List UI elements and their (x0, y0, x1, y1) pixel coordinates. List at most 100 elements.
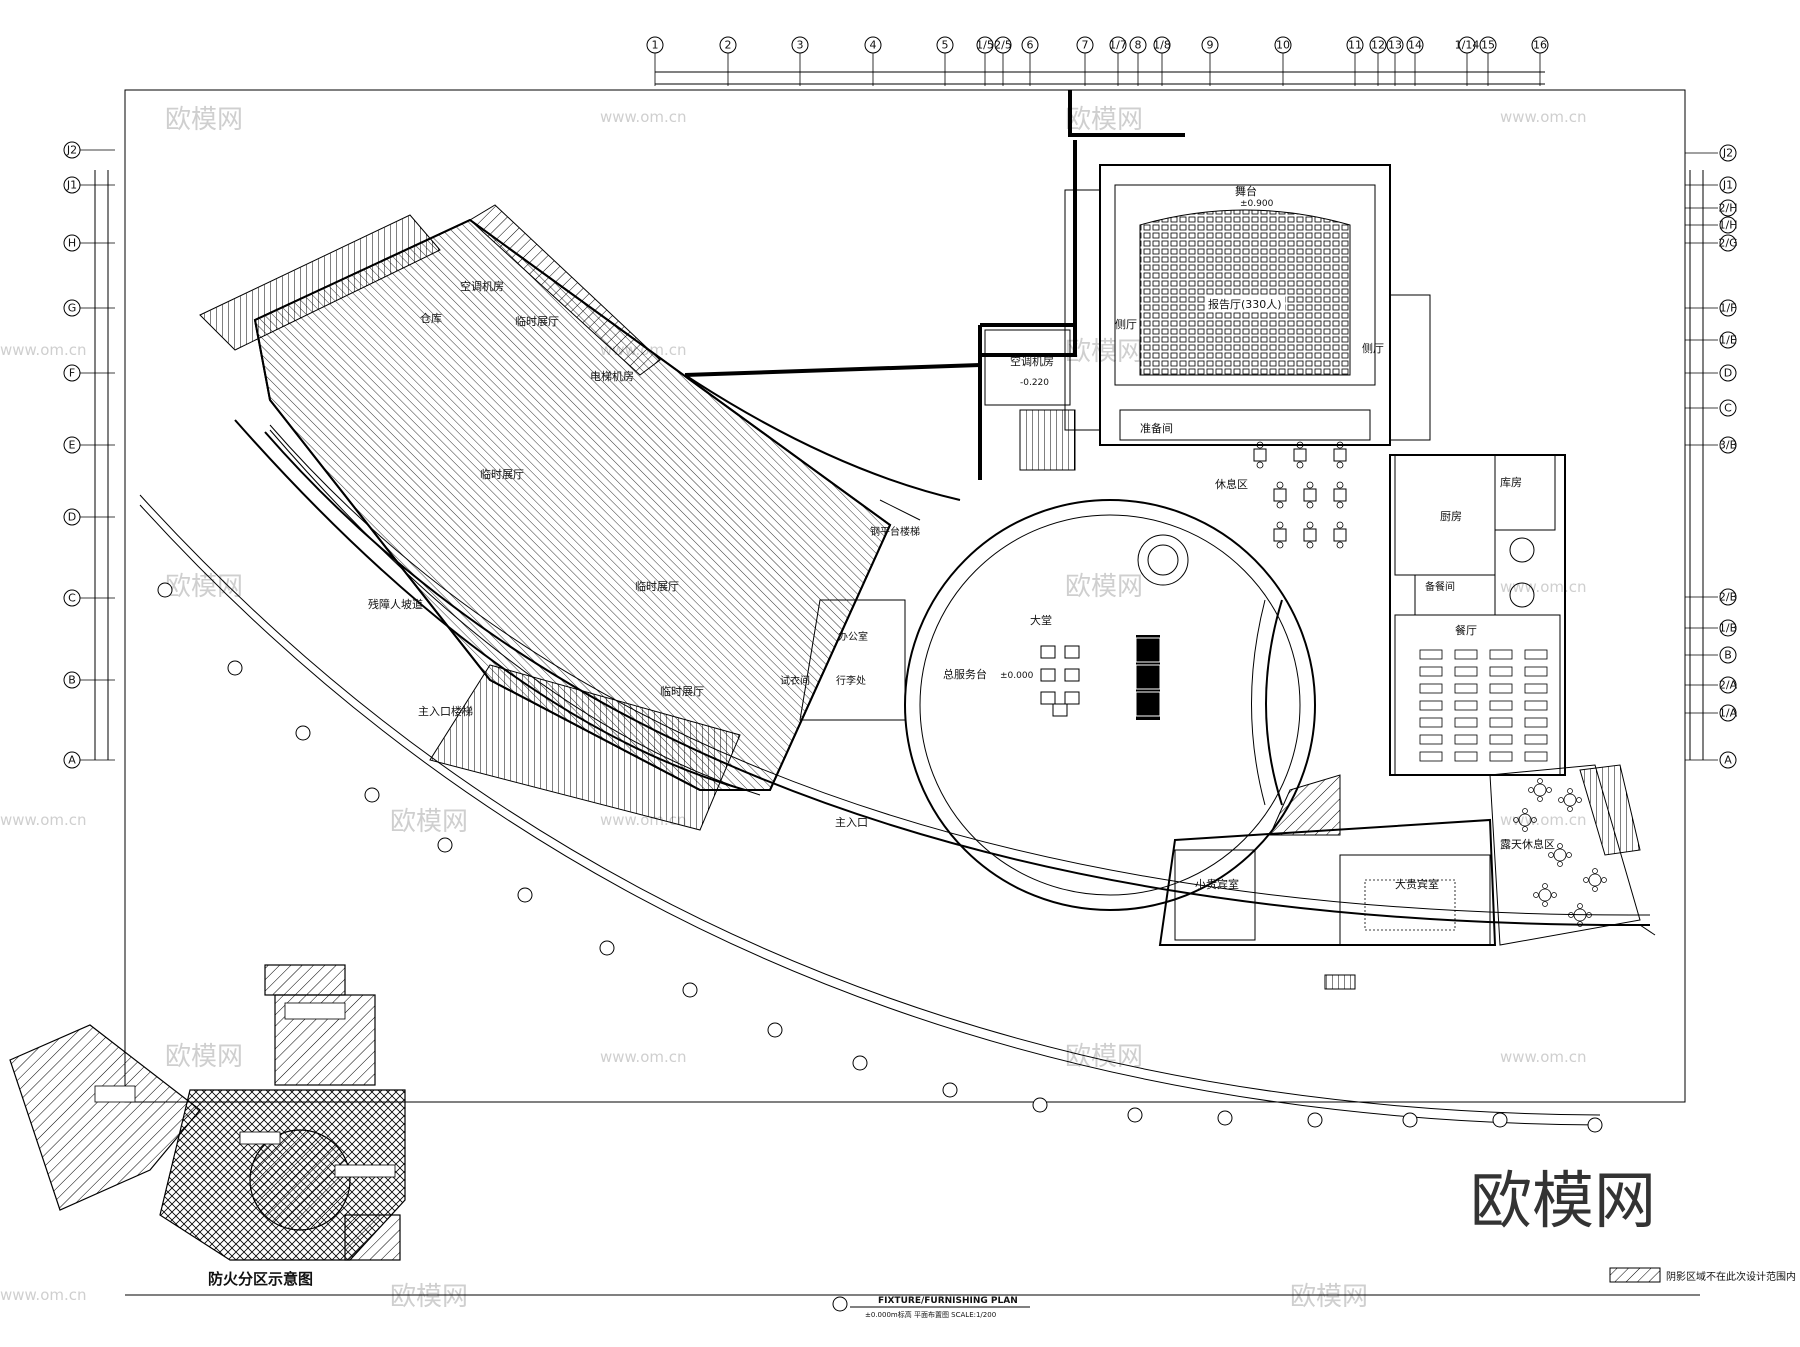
svg-text:12: 12 (1371, 39, 1385, 52)
room-label-exhibition-lower: 临时展厅 (635, 579, 679, 593)
dining-table (1524, 649, 1548, 660)
watermark-logo: 欧模网 (1065, 1042, 1143, 1072)
lobby-feature-block (1136, 635, 1160, 720)
legend: 阴影区域不在此次设计范围内 (1609, 1267, 1796, 1283)
exhibition-wing: 空调机房 仓库 临时展厅 电梯机房 临时展厅 临时展厅 临时展厅 残障人坡道 主… (199, 204, 892, 831)
svg-text:1/A: 1/A (1719, 707, 1738, 720)
dining-table (1419, 666, 1443, 677)
title-subtitle: ±0.000m标高 平面布置图 SCALE:1/200 (865, 1310, 996, 1319)
lobby-sofa (1040, 691, 1056, 705)
dining-table (1524, 717, 1548, 728)
svg-text:1: 1 (652, 39, 659, 52)
north-boundary-walls (684, 90, 1185, 501)
title-block: FIXTURE/FURNISHING PLAN ±0.000m标高 平面布置图 … (125, 1294, 1700, 1319)
dining-table (1489, 734, 1513, 745)
watermark-url: www.om.cn (600, 108, 687, 126)
watermark-logo: 欧模网 (1065, 337, 1143, 367)
svg-text:2/A: 2/A (1719, 679, 1738, 692)
watermark-logo: 欧模网 (390, 1282, 468, 1312)
dining-table (1454, 700, 1478, 711)
right-grid-bubble: J1 (1719, 176, 1737, 194)
fire-zone-title: 防火分区示意图 (208, 1270, 313, 1288)
right-grid-bubble: 1/B (1719, 619, 1737, 637)
auditorium-block: 舞台 ±0.900 报告厅(330人) 侧厅 侧厅 准备间 (1064, 164, 1431, 446)
room-label-storage: 库房 (1500, 476, 1522, 489)
arc-grid-bubble (852, 1055, 868, 1071)
elev-ac: -0.220 (1020, 378, 1049, 388)
svg-text:A: A (1724, 754, 1732, 767)
room-label-ac: 空调机房 (460, 279, 504, 293)
svg-text:1/H: 1/H (1719, 219, 1738, 232)
legend-text: 阴影区域不在此次设计范围内 (1666, 1270, 1796, 1283)
lobby-sofa (1064, 645, 1080, 659)
svg-text:B: B (1724, 649, 1732, 662)
arc-grid-bubble (1217, 1110, 1233, 1126)
watermark-url: www.om.cn (0, 341, 87, 359)
top-grid-bubble: 8 (1129, 36, 1147, 54)
top-grid-bubble: 13 (1386, 36, 1404, 54)
top-grid-bubble: 1/5 (976, 36, 994, 54)
lounge-table (1303, 521, 1317, 549)
dining-table (1489, 649, 1513, 660)
dining-table (1454, 734, 1478, 745)
svg-text:2/G: 2/G (1718, 237, 1737, 250)
vip-block: 小贵宾室 大贵宾室 (1158, 774, 1497, 946)
arc-grid-bubble (295, 725, 311, 741)
svg-text:9: 9 (1207, 39, 1214, 52)
dining-table (1419, 649, 1443, 660)
arc-grid-bubble (599, 940, 615, 956)
right-grid-bubble: C (1719, 399, 1737, 417)
svg-text:1/8: 1/8 (1153, 39, 1171, 52)
arc-grid-bubble (1127, 1107, 1143, 1123)
svg-text:F: F (69, 367, 75, 380)
svg-text:1/14: 1/14 (1455, 39, 1480, 52)
room-label-side-left: 侧厅 (1115, 318, 1137, 331)
top-grid-bubble: 2/5 (994, 36, 1012, 54)
dining-table (1489, 683, 1513, 694)
arc-grid-bubble (437, 837, 453, 853)
lounge-table (1273, 481, 1287, 509)
top-grid-bubble: 10 (1274, 36, 1292, 54)
dining-table (1419, 751, 1443, 762)
left-grid-bubble: A (63, 751, 81, 769)
outdoor-lounge: 露天休息区 (1489, 764, 1641, 946)
lounge-table (1333, 481, 1347, 509)
svg-text:J2: J2 (1722, 147, 1733, 160)
corner-watermark-logo: 欧模网 (1470, 1164, 1656, 1237)
outdoor-table (1558, 788, 1582, 812)
svg-text:H: H (68, 237, 76, 250)
svg-text:2/B: 2/B (1719, 591, 1737, 604)
svg-text:2: 2 (725, 39, 732, 52)
watermark-url: www.om.cn (0, 811, 87, 829)
watermark-logo: 欧模网 (165, 572, 243, 602)
elev-stage: ±0.900 (1240, 199, 1274, 209)
svg-text:J1: J1 (1722, 179, 1733, 192)
dining-table (1524, 700, 1548, 711)
room-label-main-stairs: 主入口楼梯 (418, 704, 473, 718)
top-grid-bubble: 5 (936, 36, 954, 54)
top-grid-bubble: 7 (1076, 36, 1094, 54)
svg-text:15: 15 (1481, 39, 1495, 52)
dining-block: 厨房 库房 备餐间 餐厅 (1389, 454, 1566, 776)
outdoor-table (1583, 868, 1607, 892)
arc-grid-bubbles (157, 582, 1603, 1133)
lobby-sofa (1040, 668, 1056, 682)
arc-grid-bubble (1402, 1112, 1418, 1128)
watermark-logo: 欧模网 (165, 105, 243, 135)
lobby-circle: 大堂 总服务台 ±0.000 休息区 主入口 钢平台楼梯 (835, 477, 1316, 911)
dining-table (1419, 717, 1443, 728)
arc-grid-bubble (942, 1082, 958, 1098)
svg-text:4: 4 (870, 39, 877, 52)
room-label-warehouse: 仓库 (420, 311, 442, 325)
left-grid-bubble: J1 (63, 176, 81, 194)
drawing-frame (124, 89, 1686, 1103)
top-grid-bubble: 1/8 (1153, 36, 1171, 54)
dining-table (1419, 683, 1443, 694)
svg-text:3/B: 3/B (1719, 439, 1737, 452)
dining-table (1489, 700, 1513, 711)
svg-text:1/7: 1/7 (1109, 39, 1127, 52)
room-label-exhibition-mid: 临时展厅 (480, 467, 524, 481)
room-label-side-right: 侧厅 (1362, 342, 1384, 355)
